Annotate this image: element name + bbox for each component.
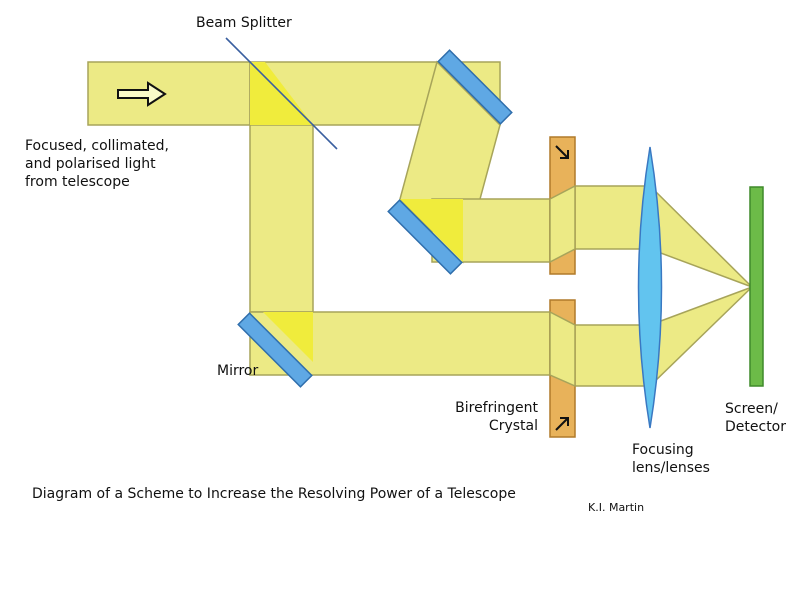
upper-right-mirror xyxy=(437,49,513,125)
up-right-arrow-icon xyxy=(555,417,569,431)
source-label-line2: and polarised light xyxy=(25,156,156,172)
upper-crystal-beam xyxy=(549,184,576,264)
lower-left-mirror xyxy=(237,312,313,388)
screen-detector xyxy=(749,186,764,387)
crystal-label-line2: Crystal xyxy=(488,418,538,434)
lower-focused-cone xyxy=(649,286,753,388)
birefringent-crystals xyxy=(549,136,576,438)
crystal-label-line1: Birefringent xyxy=(455,400,538,416)
upper-focused-cone xyxy=(649,184,753,288)
beam-splitter xyxy=(225,37,338,150)
incoming-beam xyxy=(87,61,251,126)
focusing-lens xyxy=(637,146,663,429)
lens-label-line1: Focusing xyxy=(632,442,694,458)
source-label-line3: from telescope xyxy=(25,174,130,190)
mirrors xyxy=(237,49,513,388)
screen-label-line2: Detector xyxy=(725,419,787,435)
source-label-line1: Focused, collimated, xyxy=(25,138,169,154)
middle-mirror xyxy=(387,199,463,275)
beam-splitter-label: Beam Splitter xyxy=(196,15,292,31)
light-beams xyxy=(87,60,753,388)
right-arrow-icon xyxy=(117,81,167,107)
diagram-caption: Diagram of a Scheme to Increase the Reso… xyxy=(32,486,516,502)
down-right-arrow-icon xyxy=(555,145,569,159)
lens-label-line2: lens/lenses xyxy=(632,460,710,476)
mirror-label: Mirror xyxy=(217,363,259,379)
lower-crystal-beam xyxy=(549,310,576,388)
screen-label-line1: Screen/ xyxy=(725,401,778,417)
mirror-highlight xyxy=(263,312,313,362)
author-credit: K.I. Martin xyxy=(588,501,645,514)
upper-mirror-highlight xyxy=(400,199,463,262)
reflected-beam xyxy=(249,124,314,313)
